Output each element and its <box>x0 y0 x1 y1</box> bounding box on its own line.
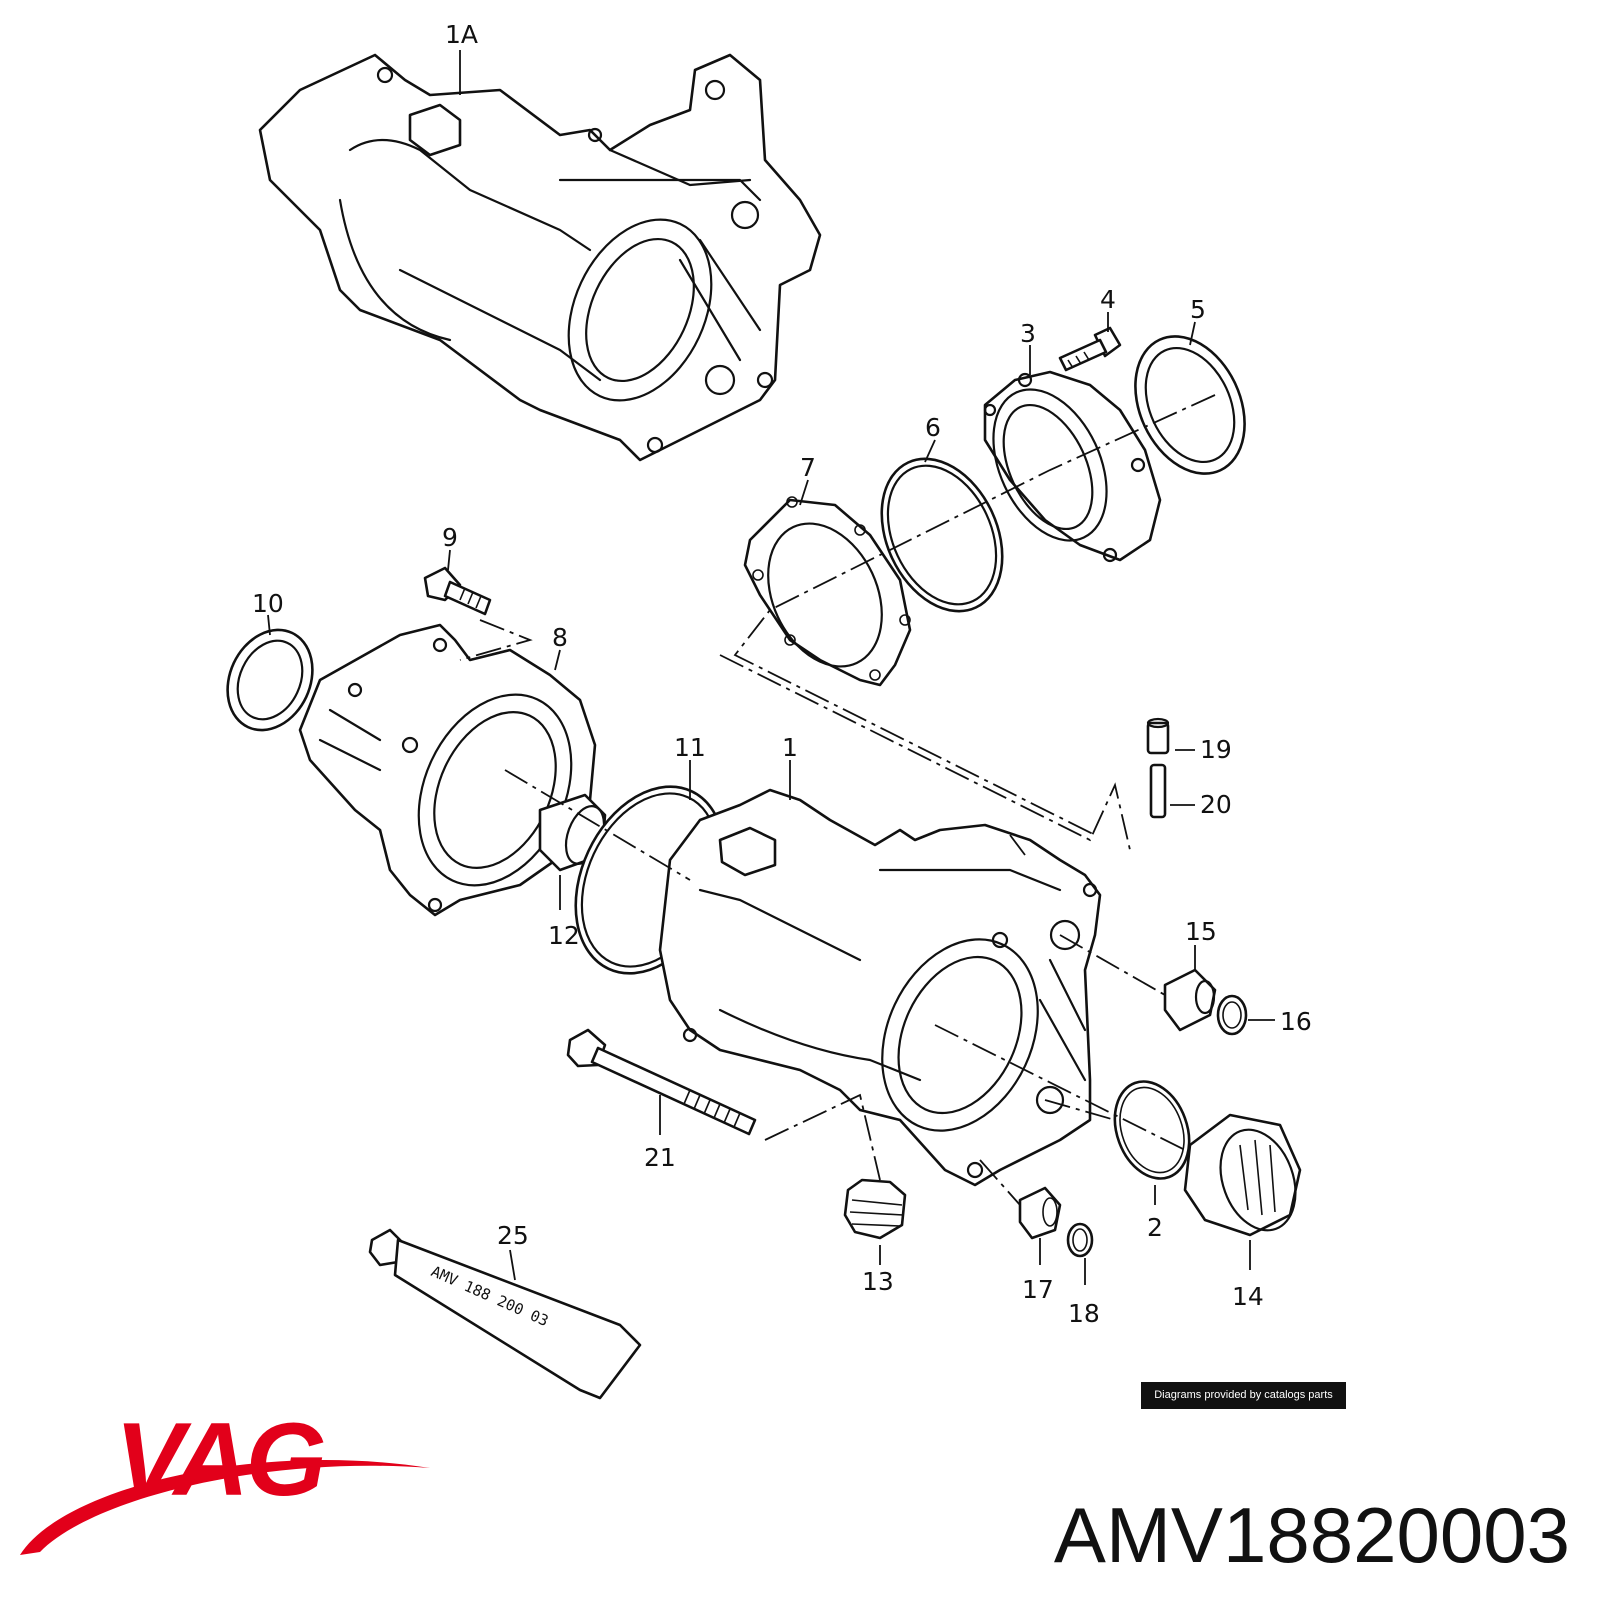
callout-16: 16 <box>1280 1007 1312 1036</box>
callout-1: 1 <box>782 733 798 762</box>
pin-19 <box>1146 717 1170 755</box>
callout-3: 3 <box>1020 319 1036 348</box>
assembly-axes <box>459 394 1216 1206</box>
gasket-7 <box>743 496 912 687</box>
bolt-9 <box>423 566 492 616</box>
callout-6: 6 <box>925 413 941 442</box>
bush-17 <box>1018 1186 1062 1240</box>
ring-18 <box>1066 1222 1094 1258</box>
plug-13 <box>843 1178 907 1240</box>
callout-12: 12 <box>548 921 580 950</box>
callout-18: 18 <box>1068 1299 1100 1328</box>
callout-15: 15 <box>1185 917 1217 946</box>
housing-1 <box>658 788 1102 1187</box>
brand-swoosh <box>20 1460 430 1555</box>
callout-19: 19 <box>1200 735 1232 764</box>
callout-7: 7 <box>800 453 816 482</box>
callout-1a: 1A <box>445 20 478 49</box>
callout-2: 2 <box>1147 1213 1163 1242</box>
ring-16 <box>1216 994 1248 1036</box>
callout-25: 25 <box>497 1221 529 1250</box>
bush-15 <box>1163 968 1217 1032</box>
bolt-4 <box>1058 326 1122 372</box>
bearing-14 <box>1183 1113 1302 1237</box>
callout-5: 5 <box>1190 295 1206 324</box>
part-number: AMV18820003 <box>1053 1491 1570 1579</box>
callout-13: 13 <box>862 1267 894 1296</box>
diagram-credit-text: Diagrams provided by catalogs parts <box>1154 1389 1333 1401</box>
callout-17: 17 <box>1022 1275 1054 1304</box>
o-ring-6 <box>880 457 1004 613</box>
callout-11: 11 <box>674 733 706 762</box>
o-ring-2 <box>1113 1080 1191 1180</box>
pin-20 <box>1149 763 1167 819</box>
callout-8: 8 <box>552 623 568 652</box>
callout-4: 4 <box>1100 285 1116 314</box>
housing-1a <box>258 53 822 462</box>
brand-logo: VAG <box>115 1402 327 1518</box>
callout-10: 10 <box>252 589 284 618</box>
callout-numbers: 1A 3 4 5 6 7 9 10 8 11 1 19 20 12 15 16 … <box>252 20 1312 1328</box>
callout-21: 21 <box>644 1143 676 1172</box>
callout-9: 9 <box>442 523 458 552</box>
diagram-credit-badge: Diagrams provided by catalogs parts <box>1141 1382 1346 1409</box>
seal-10 <box>226 628 314 732</box>
bolt-21 <box>566 1028 757 1136</box>
callout-20: 20 <box>1200 790 1232 819</box>
callout-14: 14 <box>1232 1282 1264 1311</box>
leader-lines <box>267 50 1275 1285</box>
